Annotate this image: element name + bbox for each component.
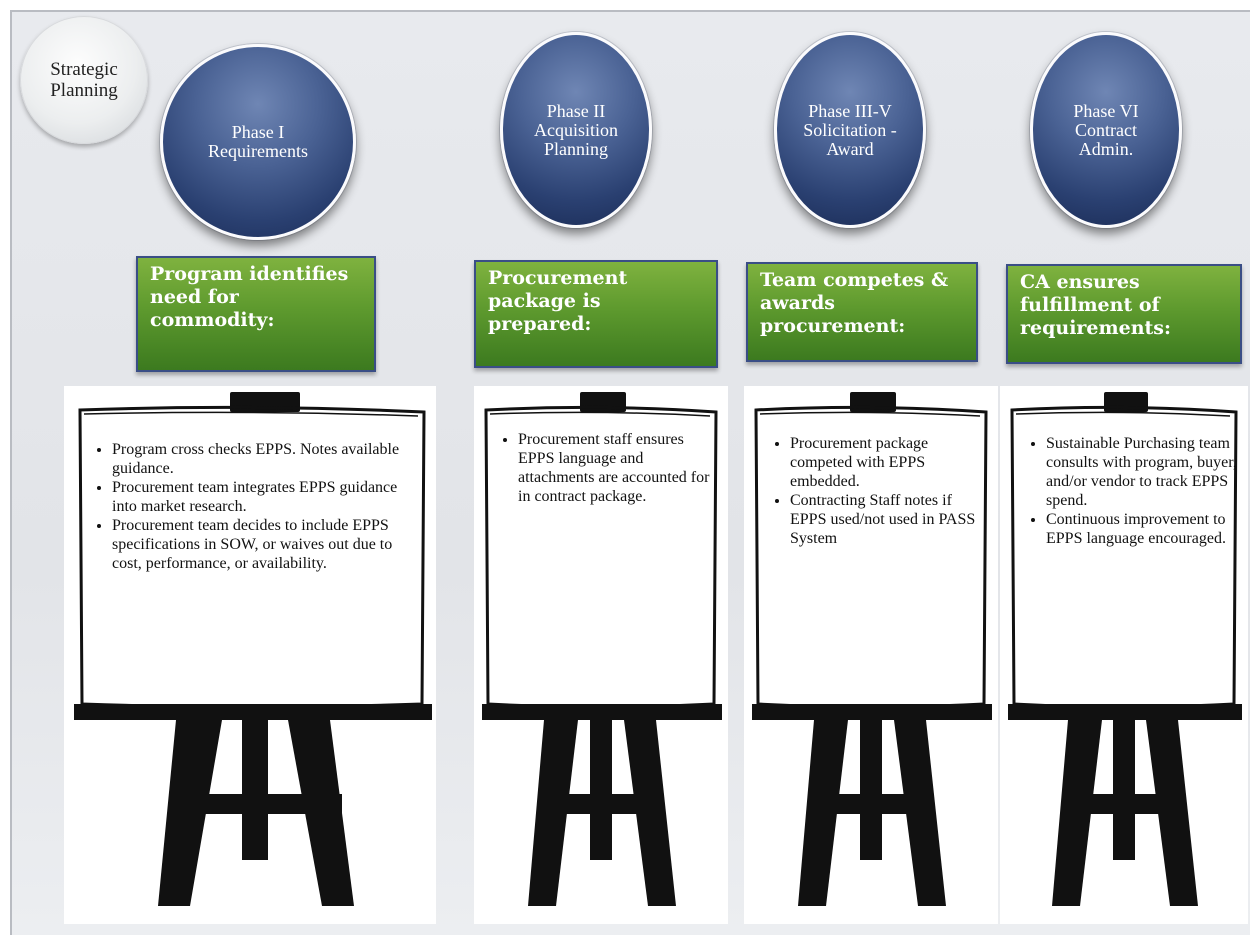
phase-3-header: Team competes & awards procurement: [746, 262, 978, 362]
easel-3-text: Procurement package competed with EPPS e… [766, 434, 988, 548]
phase-1-circle: Phase I Requirements [160, 44, 356, 240]
easel-2: Procurement staff ensures EPPS language … [474, 386, 728, 924]
easel-2-drawing [482, 392, 722, 906]
easel-4: Sustainable Purchasing team consults wit… [1000, 386, 1248, 924]
easel-2-text: Procurement staff ensures EPPS language … [494, 430, 714, 506]
phase-4-header: CA ensures fulfillment of requirements: [1006, 264, 1242, 364]
easel-1-bullet: Procurement team decides to include EPPS… [112, 516, 424, 573]
easel-4-bullet: Continuous improvement to EPPS language … [1046, 510, 1238, 548]
phase-1-header: Program identifies need for commodity: [136, 256, 376, 372]
strategic-planning-circle: Strategic Planning [20, 16, 148, 144]
easel-3: Procurement package competed with EPPS e… [744, 386, 998, 924]
phase-2-circle: Phase II Acquisition Planning [500, 32, 652, 228]
easel-4-text: Sustainable Purchasing team consults wit… [1022, 434, 1238, 548]
easel-1-drawing [74, 392, 432, 906]
phase-4-circle: Phase VI Contract Admin. [1030, 32, 1182, 228]
easel-3-bullet: Contracting Staff notes if EPPS used/not… [790, 491, 988, 548]
phase-2-header: Procurement package is prepared: [474, 260, 718, 368]
easel-1-bullet: Procurement team integrates EPPS guidanc… [112, 478, 424, 516]
easel-4-drawing [1008, 392, 1242, 906]
easel-1-text: Program cross checks EPPS. Notes availab… [88, 440, 424, 573]
easel-3-bullet: Procurement package competed with EPPS e… [790, 434, 988, 491]
phase-3-circle: Phase III-V Solicitation - Award [774, 32, 926, 228]
easel-1-bullet: Program cross checks EPPS. Notes availab… [112, 440, 424, 478]
process-slide: Strategic Planning Phase I Requirements … [10, 10, 1250, 935]
easel-1: Program cross checks EPPS. Notes availab… [64, 386, 436, 924]
easel-2-bullet: Procurement staff ensures EPPS language … [518, 430, 714, 506]
easel-3-drawing [752, 392, 992, 906]
easel-4-bullet: Sustainable Purchasing team consults wit… [1046, 434, 1238, 510]
